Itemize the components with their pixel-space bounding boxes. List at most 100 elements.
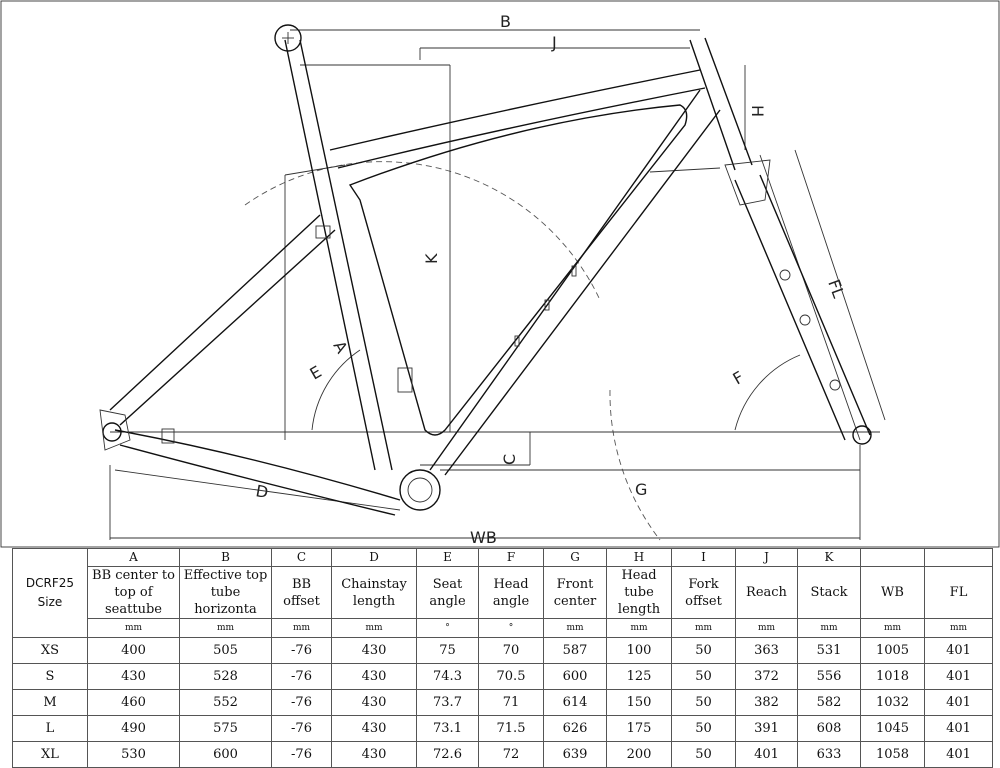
column-letter: E: [416, 548, 479, 567]
label-j: J: [551, 33, 557, 52]
column-unit: mm: [543, 618, 607, 638]
size-cell: S: [12, 663, 88, 690]
column-name: Stack: [797, 566, 861, 619]
value-cell: 70: [478, 637, 544, 664]
value-cell: 70.5: [478, 663, 544, 690]
value-cell: 1018: [860, 663, 925, 690]
value-cell: 75: [416, 637, 479, 664]
column-unit: mm: [671, 618, 736, 638]
value-cell: 50: [671, 741, 736, 768]
value-cell: 391: [735, 715, 798, 742]
label-k: K: [422, 253, 441, 264]
column-name: Chainstay length: [331, 566, 417, 619]
column-unit: mm: [271, 618, 332, 638]
label-d: D: [254, 481, 269, 502]
seat-angle-arc: [244, 161, 601, 301]
front-center-arc: [609, 389, 661, 541]
column-letter: K: [797, 548, 861, 567]
column-name: Seat angle: [416, 566, 479, 619]
value-cell: 382: [735, 689, 798, 716]
column-letter: A: [87, 548, 180, 567]
label-h: H: [748, 105, 767, 117]
value-cell: 71: [478, 689, 544, 716]
frame-geometry-drawing: B J H K A E F C D G WB FL: [0, 0, 1000, 548]
value-cell: 490: [87, 715, 180, 742]
column-letter: D: [331, 548, 417, 567]
column-unit: mm: [860, 618, 925, 638]
value-cell: 72.6: [416, 741, 479, 768]
column-unit: mm: [606, 618, 672, 638]
column-unit: °: [416, 618, 479, 638]
label-a: A: [330, 338, 352, 357]
size-label: Size: [37, 595, 63, 609]
value-cell: 587: [543, 637, 607, 664]
value-cell: 600: [179, 741, 272, 768]
size-cell: L: [12, 715, 88, 742]
value-cell: 430: [331, 637, 417, 664]
value-cell: 401: [924, 741, 993, 768]
value-cell: 1058: [860, 741, 925, 768]
value-cell: 626: [543, 715, 607, 742]
value-cell: 401: [924, 689, 993, 716]
value-cell: 575: [179, 715, 272, 742]
column-unit: mm: [331, 618, 417, 638]
value-cell: 430: [87, 663, 180, 690]
value-cell: 505: [179, 637, 272, 664]
value-cell: 401: [924, 637, 993, 664]
label-g: G: [635, 480, 647, 499]
value-cell: 71.5: [478, 715, 544, 742]
value-cell: 73.1: [416, 715, 479, 742]
dimension-lines: [109, 29, 886, 540]
column-unit: mm: [797, 618, 861, 638]
column-name: Fork offset: [671, 566, 736, 619]
label-c: C: [500, 454, 519, 465]
model-name: DCRF25: [25, 576, 75, 590]
column-letter: F: [478, 548, 544, 567]
value-cell: 528: [179, 663, 272, 690]
value-cell: 125: [606, 663, 672, 690]
column-letter: [924, 548, 993, 567]
column-name: FL: [924, 566, 993, 619]
column-name: Front center: [543, 566, 607, 619]
value-cell: -76: [271, 715, 332, 742]
size-cell: XL: [12, 741, 88, 768]
value-cell: 556: [797, 663, 861, 690]
column-name: Reach: [735, 566, 798, 619]
value-cell: 531: [797, 637, 861, 664]
label-b: B: [500, 12, 511, 31]
value-cell: 50: [671, 637, 736, 664]
column-unit: °: [478, 618, 544, 638]
value-cell: 582: [797, 689, 861, 716]
value-cell: 372: [735, 663, 798, 690]
column-letter: C: [271, 548, 332, 567]
column-unit: mm: [179, 618, 272, 638]
column-name: WB: [860, 566, 925, 619]
value-cell: 430: [331, 689, 417, 716]
column-letter: J: [735, 548, 798, 567]
value-cell: 74.3: [416, 663, 479, 690]
size-cell: XS: [12, 637, 88, 664]
label-e: E: [307, 362, 325, 384]
value-cell: 73.7: [416, 689, 479, 716]
value-cell: 50: [671, 689, 736, 716]
bike-frame: [99, 24, 872, 516]
value-cell: 50: [671, 663, 736, 690]
value-cell: 175: [606, 715, 672, 742]
value-cell: -76: [271, 689, 332, 716]
value-cell: 639: [543, 741, 607, 768]
column-name: BB offset: [271, 566, 332, 619]
column-unit: mm: [87, 618, 180, 638]
label-wb: WB: [470, 528, 497, 547]
column-unit: mm: [924, 618, 993, 638]
column-letter: I: [671, 548, 736, 567]
value-cell: 608: [797, 715, 861, 742]
column-name: Head tube length: [606, 566, 672, 619]
value-cell: 633: [797, 741, 861, 768]
label-fl: FL: [824, 277, 848, 301]
